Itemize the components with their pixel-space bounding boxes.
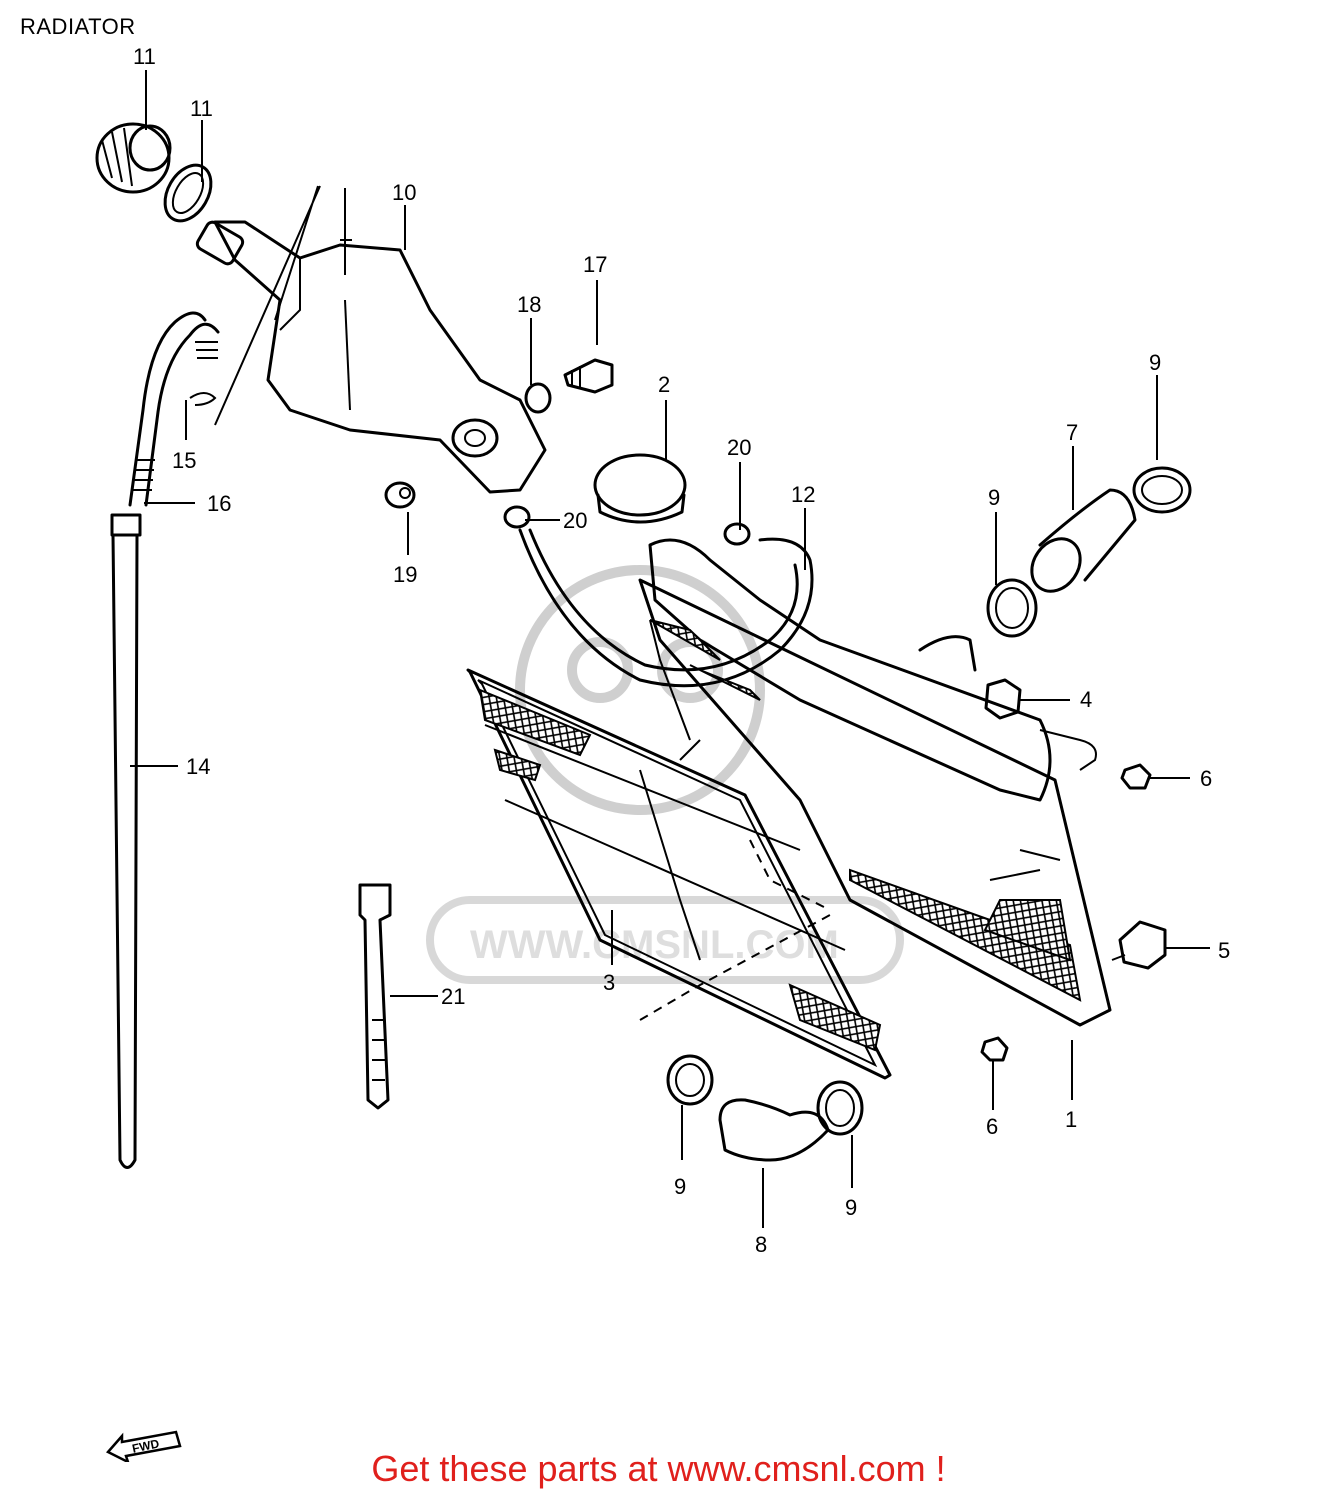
watermark-logo: WWW.CMSNL.COM	[426, 565, 904, 984]
callout-19: 19	[393, 562, 417, 587]
callout-5: 5	[1218, 938, 1230, 963]
callout-9d: 9	[845, 1195, 857, 1220]
part-1-radiator	[638, 538, 1112, 1027]
part-9-clamp-c	[666, 1054, 714, 1106]
part-9-clamp-a	[1132, 466, 1192, 514]
part-7-upper-hose	[1030, 488, 1137, 593]
callout-20b: 20	[563, 508, 587, 533]
callout-7: 7	[1066, 420, 1078, 445]
callout-15: 15	[172, 448, 196, 473]
part-3-screen	[466, 668, 892, 1080]
callout-1: 1	[1065, 1107, 1077, 1132]
callout-8: 8	[755, 1232, 767, 1257]
callout-6b: 6	[986, 1114, 998, 1139]
part-17-bolt	[563, 358, 614, 394]
callout-17: 17	[583, 252, 607, 277]
part-12-o-ring	[163, 163, 213, 223]
part-10-reservoir-tank	[195, 185, 547, 494]
watermark-text: WWW.CMSNL.COM	[470, 923, 839, 967]
callout-3: 3	[603, 970, 615, 995]
leader-lines	[130, 70, 1210, 1228]
part-8-lower-hose	[718, 1098, 830, 1162]
part-9-clamp-b	[986, 578, 1038, 638]
callout-9a: 9	[1149, 350, 1161, 375]
part-21-cable-tie	[358, 883, 392, 1110]
parts-link-banner[interactable]: Get these parts at www.cmsnl.com !	[371, 1448, 946, 1489]
part-11-cap	[95, 122, 172, 194]
page-title: RADIATOR	[20, 14, 136, 39]
part-5-mount	[1111, 920, 1167, 970]
part-18-washer	[524, 382, 552, 414]
callout-4: 4	[1080, 687, 1092, 712]
part-19-nut	[384, 481, 416, 509]
fwd-label: FWD	[131, 1436, 161, 1455]
callout-13: 12	[791, 482, 815, 507]
callout-11: 11	[133, 44, 156, 69]
part-20-clamp-right	[723, 522, 751, 546]
callout-2: 2	[658, 372, 670, 397]
fwd-arrow-icon: FWD	[106, 1430, 182, 1462]
part-2-radiator-cap	[593, 453, 687, 524]
callout-10: 10	[392, 180, 416, 205]
callout-20a: 20	[727, 435, 751, 460]
part-6-nut-lower	[980, 1036, 1009, 1062]
callout-9b: 9	[988, 485, 1000, 510]
callout-16: 16	[207, 491, 231, 516]
part-15-clip	[189, 392, 217, 406]
callout-12: 11	[190, 96, 213, 121]
callout-14: 14	[186, 754, 210, 779]
part-6-nut-upper	[1120, 763, 1152, 790]
part-13-tube-inner	[528, 528, 799, 672]
callout-9c: 9	[674, 1174, 686, 1199]
callout-21: 21	[441, 984, 465, 1009]
part-14-overflow-hose	[110, 311, 220, 1169]
dashed-guide	[639, 914, 831, 1021]
callout-18: 18	[517, 292, 541, 317]
callout-6a: 6	[1200, 766, 1212, 791]
part-13-tube	[518, 528, 814, 688]
part-9-clamp-d	[816, 1080, 864, 1136]
part-20-clamp-left	[503, 505, 531, 529]
